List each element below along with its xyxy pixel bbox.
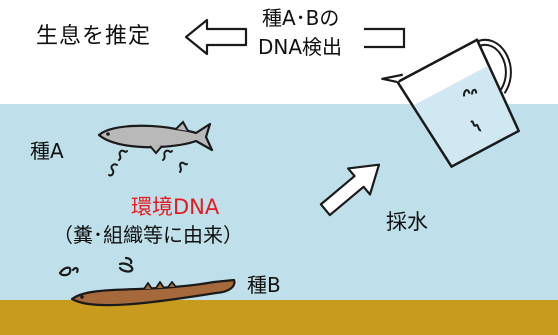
edna-squiggles-b [58, 256, 134, 277]
dna-detection-label-line2: DNA検出 [258, 35, 343, 59]
environmental-dna-label: 環境DNA [131, 195, 220, 219]
arrow-left-icon [184, 18, 248, 56]
species-a-label: 種A [30, 139, 64, 163]
fish-a-icon [97, 120, 214, 155]
arrow-up-icon [319, 163, 381, 217]
water-pitcher-icon [381, 38, 520, 168]
edna-squiggles-a [108, 149, 188, 177]
species-b-label: 種B [247, 273, 281, 297]
dna-detection-label-line1: 種A･Bの [262, 6, 340, 30]
connector-bracket [364, 27, 406, 49]
sediment-layer [0, 300, 558, 335]
water-sampling-label: 採水 [386, 210, 428, 234]
edna-origin-label: （糞･組織等に由来） [53, 223, 243, 247]
infer-habitat-label: 生息を推定 [36, 24, 152, 49]
fish-b-icon [70, 278, 236, 307]
